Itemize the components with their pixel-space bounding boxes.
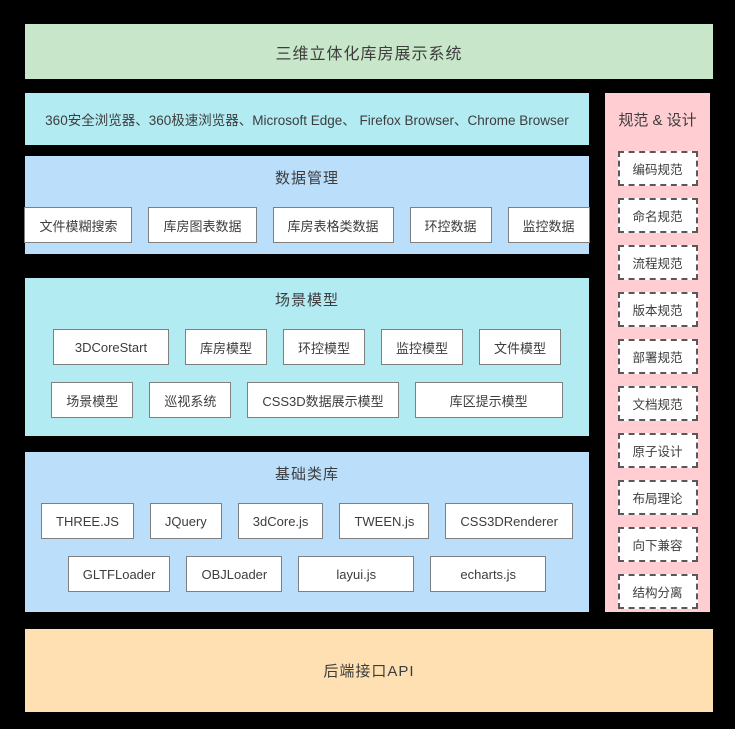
spec-item-naming-standard: 命名规范 <box>617 198 698 233</box>
browser-support-bar: 360安全浏览器、360极速浏览器、Microsoft Edge、 Firefo… <box>25 93 589 145</box>
node-storage-area-hint-model: 库区提示模型 <box>414 382 563 418</box>
section-rows: 文件模糊搜索 库房图表数据 库房表格类数据 环控数据 监控数据 <box>24 207 590 243</box>
node-row: 文件模糊搜索 库房图表数据 库房表格类数据 环控数据 监控数据 <box>24 207 590 243</box>
node-css3d-data-display-model: CSS3D数据展示模型 <box>247 382 399 418</box>
section-rows: THREE.JS JQuery 3dCore.js TWEEN.js CSS3D… <box>25 503 589 592</box>
section-title-data-management: 数据管理 <box>274 170 339 187</box>
node-file-model: 文件模型 <box>479 329 562 365</box>
node-scene-model: 场景模型 <box>51 382 134 418</box>
node-monitoring-data: 监控数据 <box>507 207 590 243</box>
node-env-control-model: 环控模型 <box>282 329 365 365</box>
node-warehouse-table-data: 库房表格类数据 <box>272 207 394 243</box>
backend-api-label: 后端接口API <box>323 663 415 680</box>
node-threejs: THREE.JS <box>41 503 134 539</box>
node-gltfloader: GLTFLoader <box>67 556 171 592</box>
spec-item-version-standard: 版本规范 <box>617 292 698 327</box>
node-tweenjs: TWEEN.js <box>339 503 430 539</box>
node-3dcorejs: 3dCore.js <box>237 503 324 539</box>
node-row: THREE.JS JQuery 3dCore.js TWEEN.js CSS3D… <box>25 503 589 539</box>
node-row: GLTFLoader OBJLoader layui.js echarts.js <box>25 556 589 592</box>
spec-item-layout-theory: 布局理论 <box>617 480 698 515</box>
system-title: 三维立体化库房展示系统 <box>275 45 463 63</box>
node-patrol-system: 巡视系统 <box>149 382 232 418</box>
section-data-management: 数据管理 文件模糊搜索 库房图表数据 库房表格类数据 环控数据 监控数据 <box>24 156 590 254</box>
section-title-scene-models: 场景模型 <box>274 292 339 309</box>
browser-list: 360安全浏览器、360极速浏览器、Microsoft Edge、 Firefo… <box>45 113 569 128</box>
section-title-base-libraries: 基础类库 <box>274 466 339 483</box>
node-env-control-data: 环控数据 <box>409 207 492 243</box>
system-title-bar: 三维立体化库房展示系统 <box>25 24 713 79</box>
node-3dcorestart: 3DCoreStart <box>52 329 169 365</box>
spec-item-coding-standard: 编码规范 <box>617 151 698 186</box>
node-layuijs: layui.js <box>298 556 415 592</box>
backend-api-bar: 后端接口API <box>25 629 713 712</box>
spec-item-backward-compatibility: 向下兼容 <box>617 527 698 562</box>
section-rows: 3DCoreStart 库房模型 环控模型 监控模型 文件模型 场景模型 巡视系… <box>25 329 589 418</box>
node-file-fuzzy-search: 文件模糊搜索 <box>24 207 133 243</box>
node-row: 场景模型 巡视系统 CSS3D数据展示模型 库区提示模型 <box>25 382 589 418</box>
spec-item-process-standard: 流程规范 <box>617 245 698 280</box>
node-objloader: OBJLoader <box>186 556 283 592</box>
node-warehouse-chart-data: 库房图表数据 <box>148 207 257 243</box>
spec-item-atomic-design: 原子设计 <box>617 433 698 468</box>
node-row: 3DCoreStart 库房模型 环控模型 监控模型 文件模型 <box>25 329 589 365</box>
node-css3drenderer: CSS3DRenderer <box>445 503 573 539</box>
spec-item-structure-separation: 结构分离 <box>617 574 698 609</box>
node-jquery: JQuery <box>149 503 222 539</box>
section-base-libraries: 基础类库 THREE.JS JQuery 3dCore.js TWEEN.js … <box>25 452 589 612</box>
node-warehouse-model: 库房模型 <box>184 329 267 365</box>
section-scene-models: 场景模型 3DCoreStart 库房模型 环控模型 监控模型 文件模型 场景模… <box>25 278 589 436</box>
spec-item-documentation-standard: 文档规范 <box>617 386 698 421</box>
spec-item-list: 编码规范 命名规范 流程规范 版本规范 部署规范 文档规范 原子设计 布局理论 … <box>605 151 710 609</box>
node-monitoring-model: 监控模型 <box>381 329 464 365</box>
spec-item-deployment-standard: 部署规范 <box>617 339 698 374</box>
spec-design-panel: 规范 & 设计 编码规范 命名规范 流程规范 版本规范 部署规范 文档规范 原子… <box>605 93 710 612</box>
node-echartsjs: echarts.js <box>430 556 547 592</box>
spec-panel-title: 规范 & 设计 <box>618 112 697 129</box>
